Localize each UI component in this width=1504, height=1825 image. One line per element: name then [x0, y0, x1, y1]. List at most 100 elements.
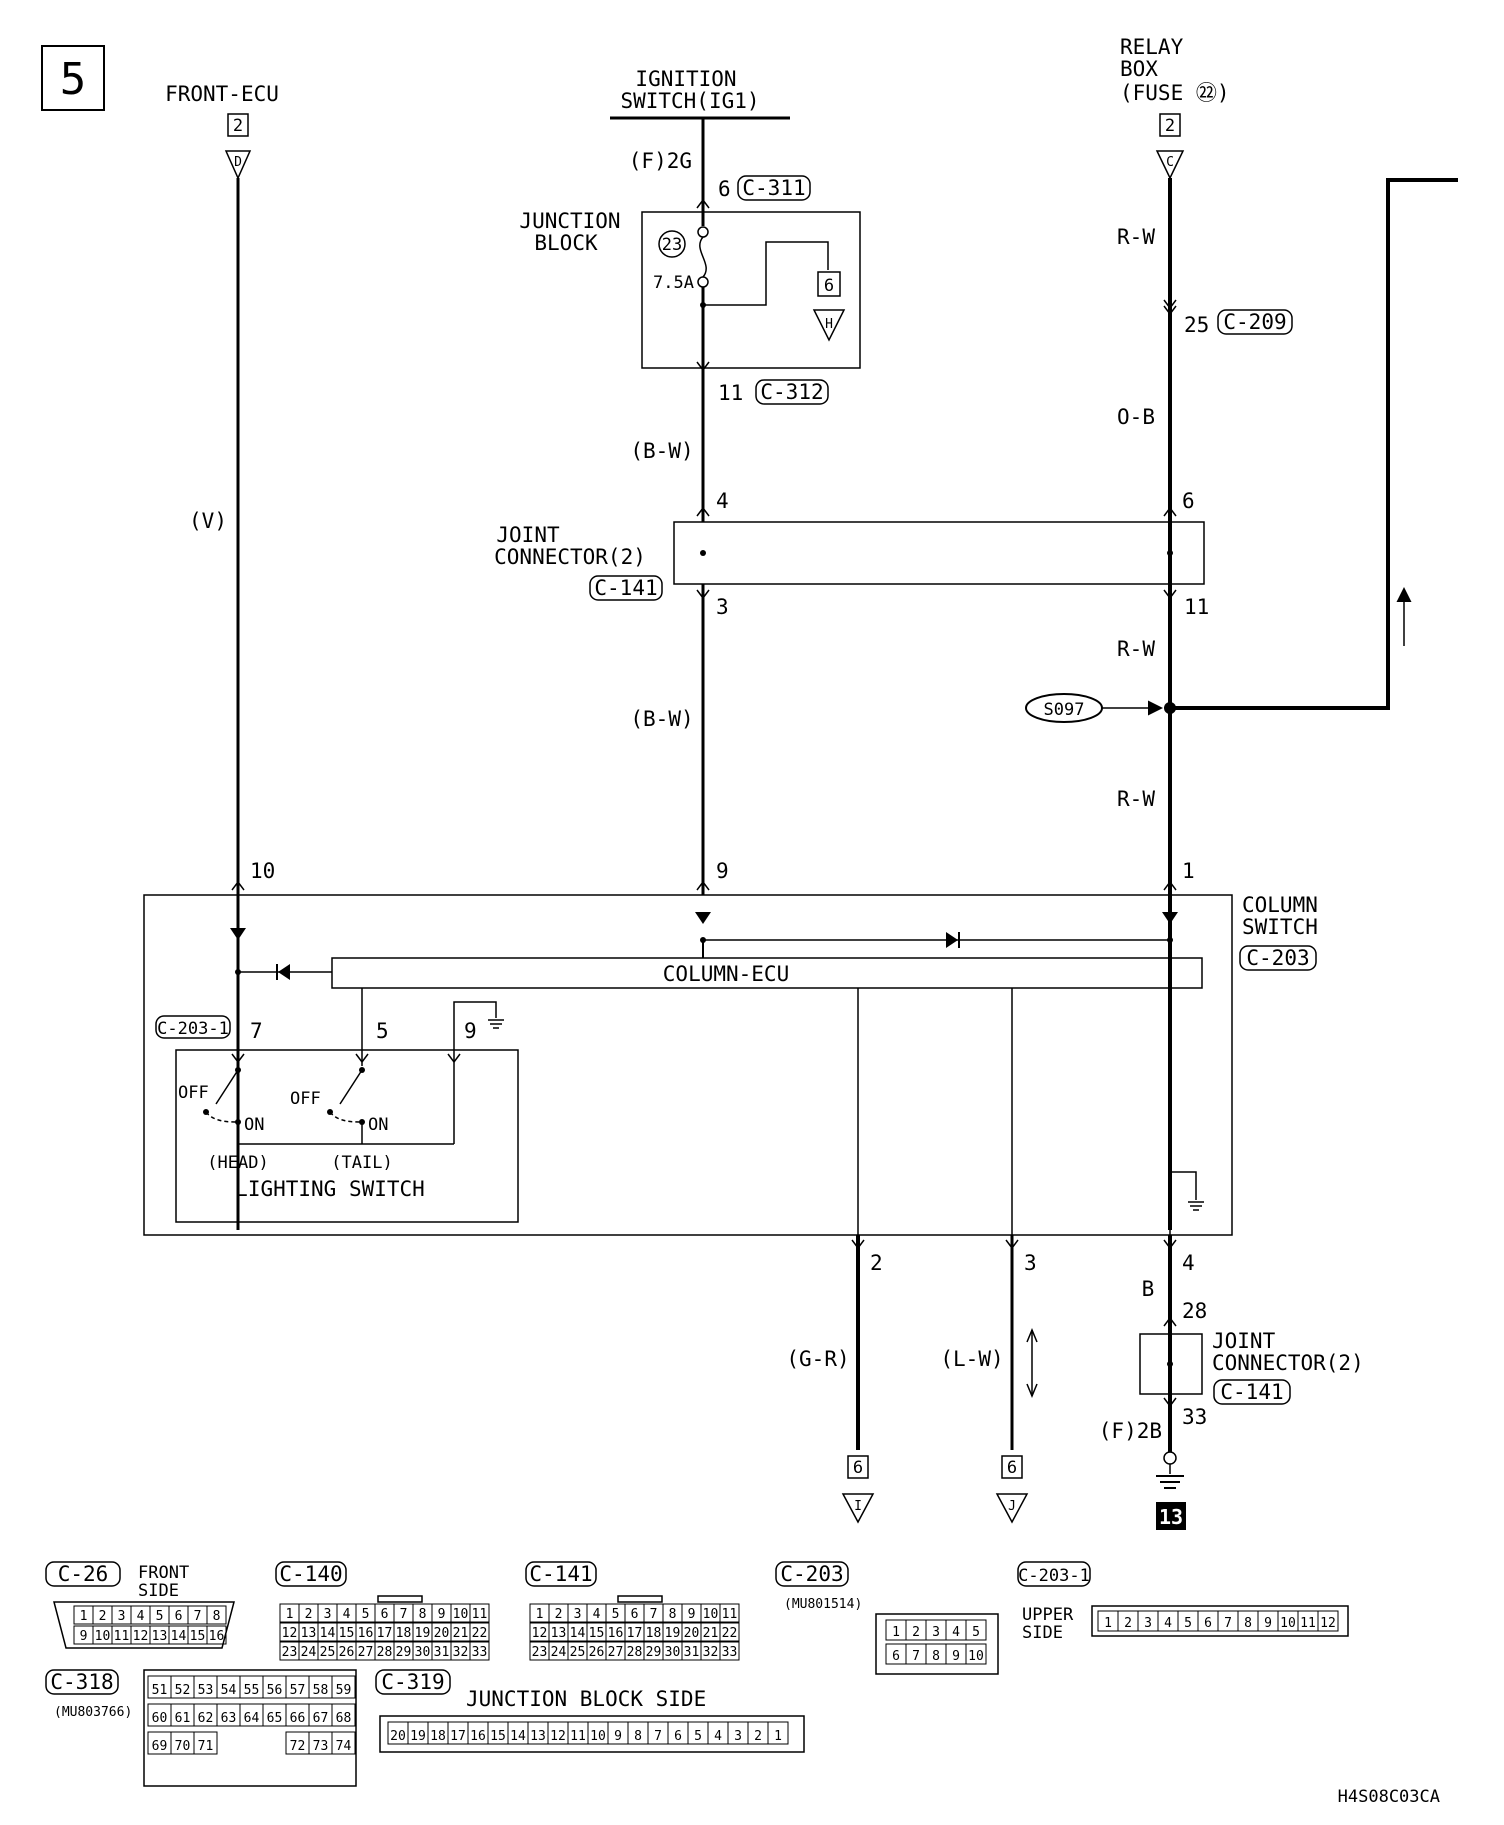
- connector-pin-label: 16: [608, 1626, 624, 1641]
- connector-pin-label: 51: [152, 1683, 168, 1698]
- front-ecu-label: FRONT-ECU: [165, 82, 279, 106]
- connector-pin-label: 61: [175, 1711, 191, 1726]
- connector-pin-label: 14: [570, 1626, 586, 1641]
- connector-pin-label: 13: [551, 1626, 567, 1641]
- c26-side2: SIDE: [138, 1581, 179, 1601]
- tail-on: ON: [368, 1115, 388, 1135]
- connector-pin-label: 21: [453, 1626, 469, 1641]
- wire-gr-label: (G-R): [786, 1347, 849, 1371]
- c26-side1: FRONT: [138, 1563, 189, 1583]
- relay-conn209: C-209: [1223, 310, 1286, 334]
- connector-pin-label: 23: [532, 1645, 548, 1660]
- c319-caption: JUNCTION BLOCK SIDE: [466, 1687, 706, 1711]
- connector-pin-label: 1: [774, 1729, 782, 1744]
- connector-pin-label: 3: [574, 1607, 582, 1622]
- connector-pin-label: 6: [892, 1649, 900, 1664]
- jc-bot-f2b: (F)2B: [1099, 1419, 1162, 1443]
- col-pin7: 7: [250, 1019, 263, 1043]
- connector-pin-label: 9: [614, 1729, 622, 1744]
- connector-pin-label: 19: [415, 1626, 431, 1641]
- connector-pin-cell: [965, 1643, 987, 1665]
- connector-pin-label: 2: [754, 1729, 762, 1744]
- connector-pin-label: 10: [968, 1649, 984, 1664]
- connector-pin-cell: [331, 1703, 356, 1727]
- connector-pin-label: 63: [221, 1711, 237, 1726]
- jb-fuse-rating: 7.5A: [653, 273, 694, 293]
- col-pin-v: 10: [250, 859, 275, 883]
- connector-pin-label: 28: [377, 1645, 393, 1660]
- connector-pin-label: 9: [80, 1629, 88, 1644]
- ref-j-num: 6: [1007, 1458, 1017, 1478]
- lighting-switch-label: LIGHTING SWITCH: [235, 1177, 425, 1201]
- tail-off: OFF: [290, 1089, 321, 1109]
- jc-bot-conn: C-141: [1220, 1380, 1283, 1404]
- col-out3: 3: [1024, 1251, 1037, 1275]
- connector-pin-cell: [469, 1641, 490, 1661]
- connector-pin-cell: [719, 1622, 740, 1642]
- jb-line2: BLOCK: [534, 231, 598, 255]
- connector-pin-label: 52: [175, 1683, 191, 1698]
- connector-pin-label: 20: [684, 1626, 700, 1641]
- connector-pin-label: 73: [313, 1739, 329, 1754]
- wire-to-next-page: [1170, 178, 1458, 710]
- connector-pin-label: 22: [722, 1626, 738, 1641]
- connector-pin-label: 64: [244, 1711, 260, 1726]
- connector-pin-label: 5: [362, 1607, 370, 1622]
- connector-pin-label: 3: [1144, 1616, 1152, 1631]
- ref-i-letter: I: [854, 1499, 862, 1514]
- jc-top-pin-out: 3: [716, 595, 729, 619]
- connector-pin-label: 15: [339, 1626, 355, 1641]
- jc-bot-line1: JOINT: [1212, 1329, 1276, 1353]
- connector-pin-label: 14: [171, 1629, 187, 1644]
- relay-pin6: 6: [1182, 489, 1195, 513]
- c203-name: C-203: [780, 1562, 843, 1586]
- column-ecu-label: COLUMN-ECU: [663, 962, 789, 986]
- jc-top-line2: CONNECTOR(2): [494, 545, 646, 569]
- connector-pin-label: 13: [530, 1729, 546, 1744]
- connector-pin-label: 4: [1164, 1616, 1172, 1631]
- connector-pin-label: 16: [358, 1626, 374, 1641]
- connector-pin-label: 3: [734, 1729, 742, 1744]
- wire-bw1-label: (B-W): [630, 439, 693, 463]
- connector-pin-label: 30: [415, 1645, 431, 1660]
- joint-connector-bottom: 28 JOINT CONNECTOR(2) C-141 33 (F)2B 13: [1099, 1299, 1364, 1530]
- connector-pin-cell: [193, 1731, 218, 1755]
- wire-v-label: (V): [189, 509, 227, 533]
- connector-pin-label: 9: [688, 1607, 696, 1622]
- connector-pin-label: 11: [472, 1607, 488, 1622]
- connector-pin-label: 65: [267, 1711, 283, 1726]
- connector-pin-label: 29: [396, 1645, 412, 1660]
- c140-name: C-140: [279, 1562, 342, 1586]
- connector-pin-label: 58: [313, 1683, 329, 1698]
- connector-pin-label: 15: [589, 1626, 605, 1641]
- connector-pin-label: 6: [631, 1607, 639, 1622]
- connector-pin-label: 68: [336, 1711, 352, 1726]
- connector-pin-label: 3: [324, 1607, 332, 1622]
- connector-pin-label: 9: [438, 1607, 446, 1622]
- junction-block: JUNCTION BLOCK 6 C-311 23 7.5A 6 H 11 C-…: [519, 175, 861, 405]
- connector-pin-label: 9: [952, 1649, 960, 1664]
- ref-j-letter: J: [1008, 1499, 1016, 1514]
- connector-pin-label: 71: [198, 1739, 214, 1754]
- connector-pin-label: 2: [305, 1607, 313, 1622]
- connector-pin-cell: [331, 1675, 356, 1699]
- connector-pin-label: 33: [722, 1645, 738, 1660]
- connector-pin-label: 1: [892, 1625, 900, 1640]
- relay-line2: BOX: [1120, 57, 1158, 81]
- connector-pin-label: 5: [156, 1609, 164, 1624]
- connector-pin-label: 7: [400, 1607, 408, 1622]
- doc-code: H4S08C03CA: [1338, 1787, 1440, 1807]
- connector-pin-label: 8: [634, 1729, 642, 1744]
- connector-pin-label: 1: [536, 1607, 544, 1622]
- wire-ob-label: O-B: [1117, 405, 1155, 429]
- ground-13: 13: [1159, 1505, 1183, 1529]
- connector-pin-label: 26: [339, 1645, 355, 1660]
- col-conn: C-203: [1246, 946, 1309, 970]
- wire-chevrons: [231, 198, 1177, 1408]
- connector-pin-label: 32: [703, 1645, 719, 1660]
- connector-pin-label: 12: [282, 1626, 298, 1641]
- connector-pin-label: 22: [472, 1626, 488, 1641]
- wire-b-label: B: [1142, 1277, 1155, 1301]
